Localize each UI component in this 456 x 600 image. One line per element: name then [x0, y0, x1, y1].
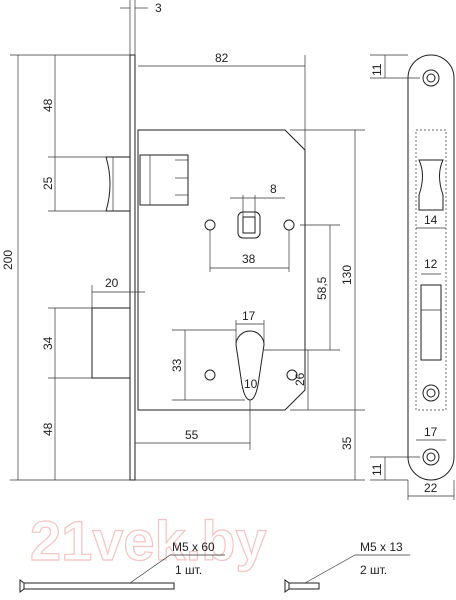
- dim-bolt-slot-width: 12: [424, 257, 438, 271]
- screw-long-head: [19, 579, 25, 593]
- dim-plate-bottom: 11: [370, 463, 384, 476]
- dim-latch-height: 25: [41, 176, 55, 190]
- dim-height-total: 200: [1, 250, 15, 270]
- screw-short-size: M5 x 13: [360, 540, 403, 554]
- plate-hole-top: [422, 69, 440, 87]
- dim-bolt-height: 34: [41, 336, 55, 350]
- dim-hole-spacing-width: 17: [424, 425, 438, 439]
- dim-body-width: 82: [215, 51, 229, 65]
- dim-top-to-latch: 48: [41, 98, 55, 112]
- dim-cylinder-height: 33: [170, 358, 184, 372]
- dim-spindle-to-cylinder: 58,5: [315, 276, 329, 300]
- screw-short-head: [284, 579, 290, 593]
- dim-spindle-holes: 38: [242, 252, 256, 266]
- dim-cylinder-width: 17: [242, 309, 256, 323]
- dim-plate-width: 22: [424, 481, 438, 495]
- body-outline-dashed: [415, 129, 447, 411]
- bolt-slot: [420, 284, 442, 361]
- cyl-screw-left: [204, 369, 216, 381]
- dim-cylinder-slot: 10: [244, 377, 258, 391]
- screw-long-qty: 1 шт.: [175, 563, 202, 577]
- dim-bottom-to-cyl: 35: [340, 436, 354, 450]
- screw-long: [23, 582, 175, 590]
- faceplate: [129, 54, 136, 481]
- dim-cyl-to-body-bottom: 26: [293, 372, 307, 386]
- dim-backset: 55: [185, 428, 199, 442]
- latch-bolt: [105, 156, 131, 212]
- cylinder-cutout: [235, 330, 265, 401]
- plate-hole-mid: [422, 384, 440, 402]
- dim-bottom-to-bolt: 48: [41, 422, 55, 436]
- lock-body: [137, 129, 306, 411]
- dim-plate-top: 11: [370, 63, 384, 76]
- cyl-screw-right: [286, 369, 298, 381]
- screw-long-size: M5 x 60: [172, 540, 215, 554]
- dim-plate-thickness: 3: [155, 1, 162, 15]
- dim-latch-slot-width: 14: [424, 213, 438, 227]
- plate-hole-bottom: [422, 448, 440, 466]
- dim-spindle-square: 8: [270, 182, 277, 196]
- latch-slot: [418, 159, 444, 211]
- screw-short: [288, 582, 320, 590]
- screw-short-qty: 2 шт.: [360, 563, 387, 577]
- dim-body-height: 130: [340, 265, 354, 285]
- watermark: 21vek.by: [30, 509, 267, 572]
- dim-bolt-projection: 20: [105, 276, 119, 290]
- spindle-square: [237, 211, 261, 239]
- dead-bolt: [91, 307, 131, 379]
